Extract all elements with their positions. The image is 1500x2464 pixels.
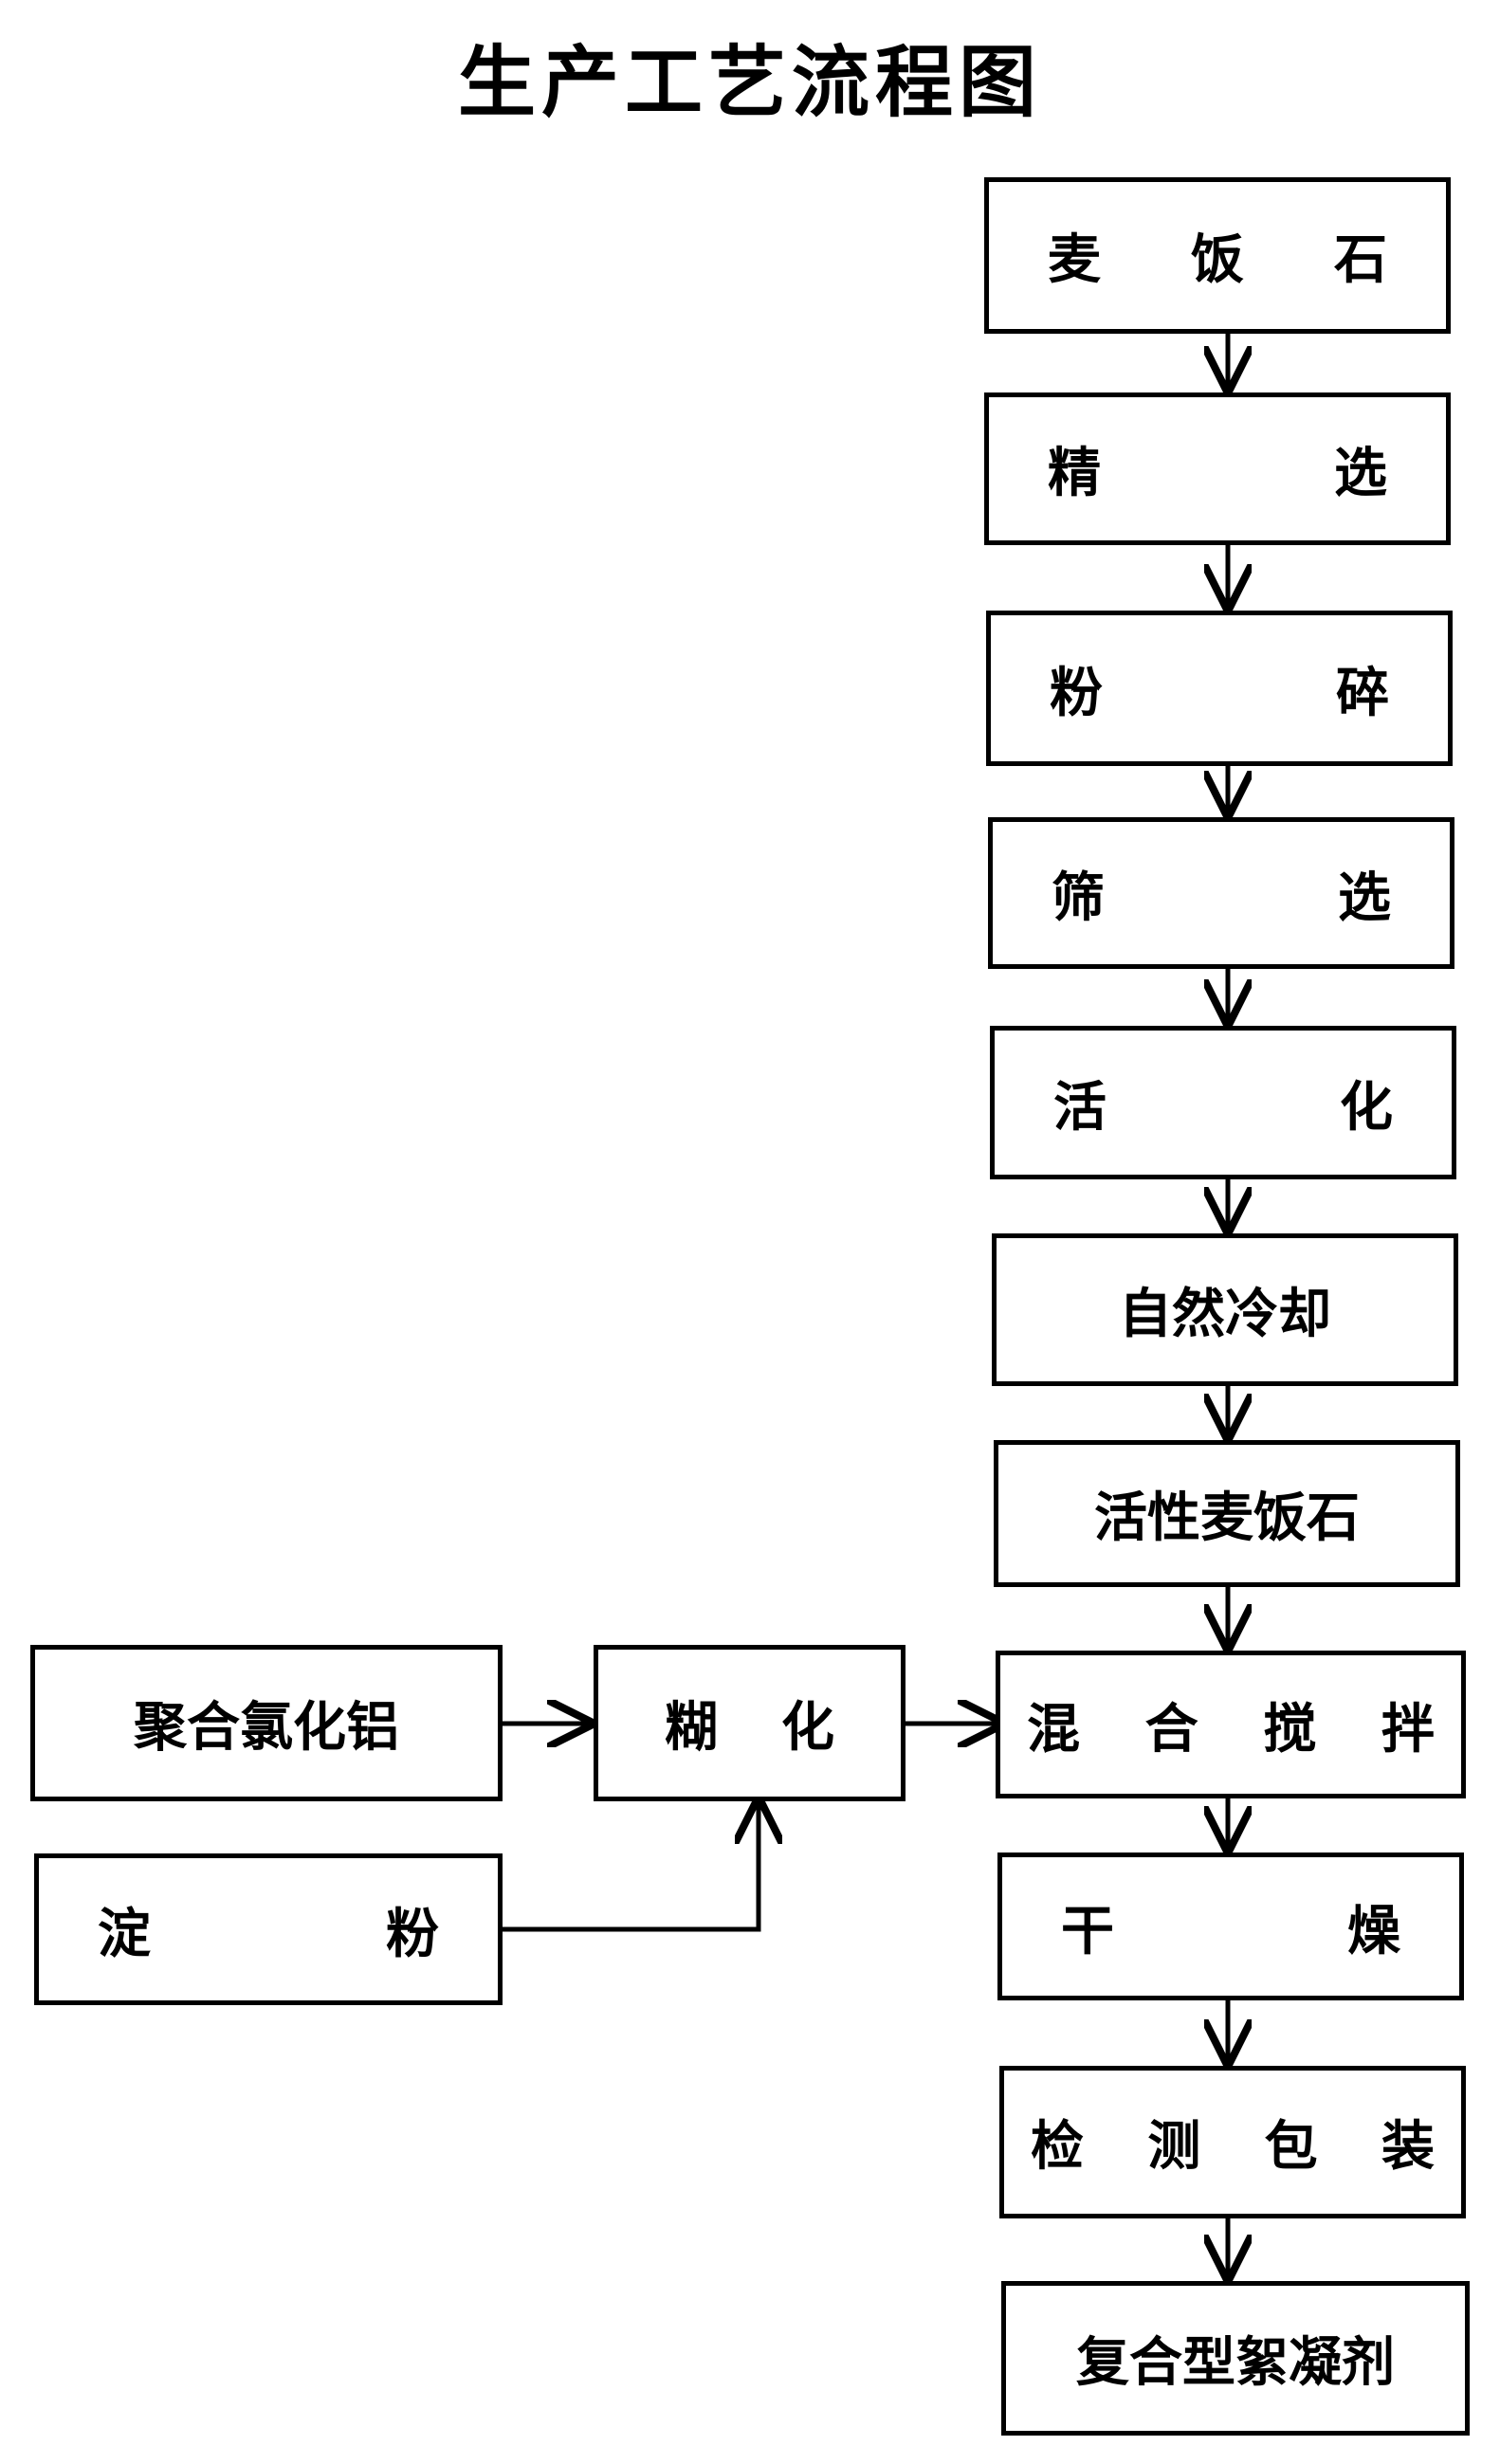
char: 活 (1053, 1076, 1107, 1139)
step-active-maifanshi: 活性麦饭石 (994, 1440, 1460, 1587)
char: 粉 (1050, 662, 1103, 724)
char: 拌 (1381, 1698, 1435, 1761)
char: 合 (1144, 1698, 1198, 1761)
char: 饭 (1191, 229, 1244, 291)
char: 精 (1048, 443, 1101, 504)
char: 筛 (1052, 867, 1105, 929)
step-label: 复合型絮凝剂 (1076, 2332, 1395, 2394)
char: 选 (1334, 443, 1387, 504)
char: 淀 (98, 1903, 151, 1965)
char: 化 (1340, 1076, 1393, 1139)
step-crushing: 粉 碎 (986, 611, 1453, 766)
char: 燥 (1347, 1900, 1400, 1962)
char: 干 (1061, 1900, 1114, 1962)
char: 糊 (665, 1697, 718, 1759)
char: 粉 (386, 1903, 439, 1965)
step-drying: 干 燥 (997, 1853, 1464, 2000)
step-testing-packaging: 检 测 包 装 (999, 2066, 1466, 2218)
input-starch: 淀 粉 (34, 1853, 503, 2005)
char: 测 (1147, 2116, 1201, 2178)
step-screening: 筛 选 (988, 817, 1454, 969)
arrow-starch-to-gelatinize (503, 1801, 759, 1932)
char: 搅 (1263, 1698, 1317, 1761)
char: 碎 (1336, 662, 1389, 724)
step-mixing: 混 合 搅 拌 (996, 1651, 1466, 1798)
char: 化 (781, 1697, 834, 1759)
step-gelatinize: 糊 化 (594, 1645, 905, 1801)
char: 麦 (1048, 229, 1101, 291)
char: 包 (1264, 2116, 1318, 2178)
char: 混 (1027, 1698, 1080, 1761)
step-selection: 精 选 (984, 392, 1451, 545)
char: 装 (1381, 2116, 1435, 2178)
char: 选 (1338, 867, 1391, 929)
input-pac: 聚合氯化铝 (30, 1645, 503, 1801)
diagram-title: 生产工艺流程图 (457, 38, 1042, 128)
step-label: 自然冷却 (1119, 1284, 1331, 1345)
char: 检 (1031, 2116, 1084, 2178)
step-composite-flocculant: 复合型絮凝剂 (1001, 2281, 1470, 2436)
char: 石 (1334, 229, 1387, 291)
step-label: 活性麦饭石 (1094, 1488, 1360, 1549)
step-maifanshi: 麦 饭 石 (984, 177, 1451, 334)
input-label: 聚合氯化铝 (134, 1697, 399, 1759)
step-activation: 活 化 (990, 1026, 1456, 1179)
step-natural-cooling: 自然冷却 (992, 1233, 1458, 1386)
